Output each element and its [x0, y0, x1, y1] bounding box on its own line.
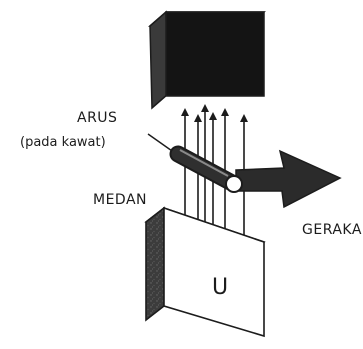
field-label: MEDAN	[93, 192, 147, 208]
wire-end	[225, 175, 243, 193]
current-label-sub: (pada kawat)	[20, 135, 106, 150]
wire	[169, 145, 243, 193]
top-magnet-front-face	[165, 11, 265, 97]
motion-arrow-shape	[235, 149, 342, 209]
pole-label-u: U	[212, 275, 228, 300]
bottom-magnet	[144, 206, 266, 338]
current-label: ARUS	[77, 110, 117, 126]
motion-arrow	[235, 149, 342, 209]
motion-label: GERAKAN	[302, 222, 363, 238]
bottom-magnet-side-face	[145, 206, 165, 322]
bottom-magnet-front-face	[163, 206, 265, 338]
top-magnet	[148, 10, 266, 110]
